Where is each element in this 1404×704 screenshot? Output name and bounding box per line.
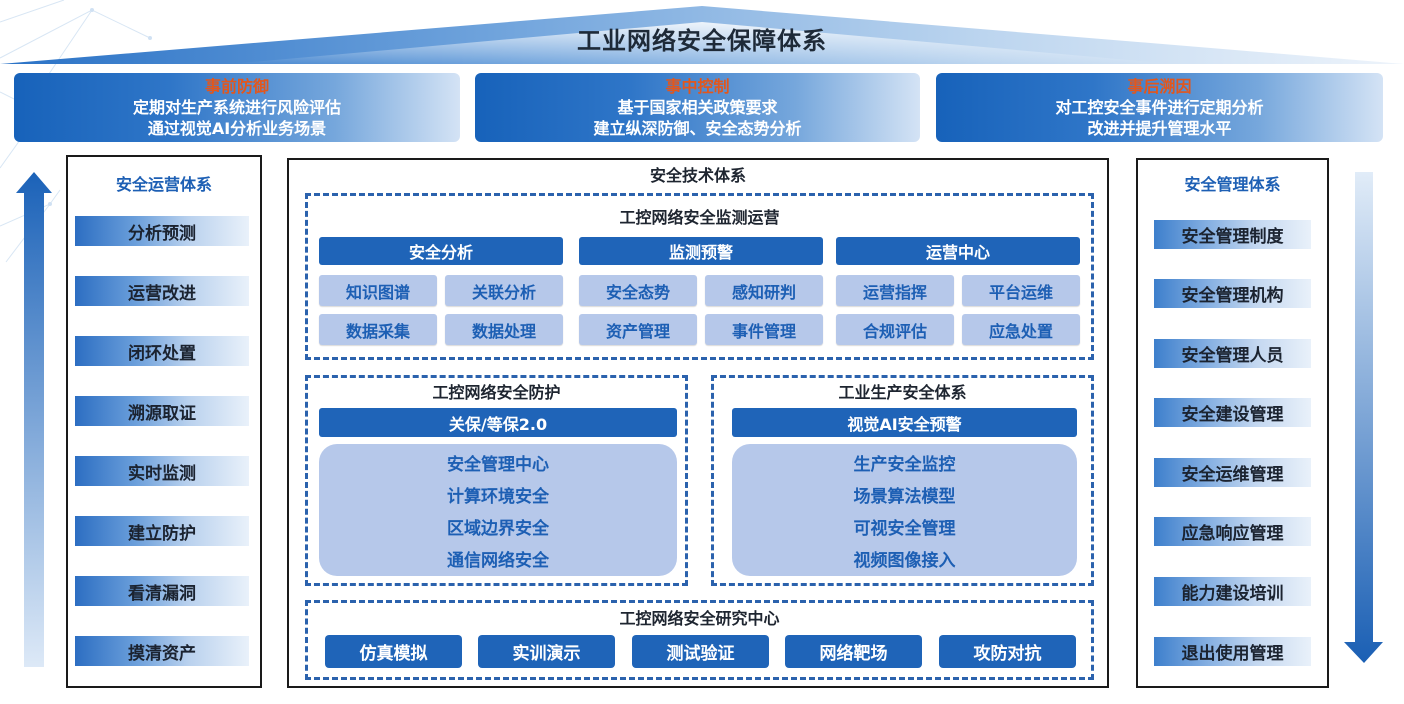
- arrow-down-icon: [1344, 172, 1383, 663]
- arrow-up-icon: [16, 172, 52, 667]
- protection-items-panel: 安全管理中心 计算环境安全 区域边界安全 通信网络安全: [319, 444, 677, 576]
- phase-card-in-event: 事中控制 基于国家相关政策要求 建立纵深防御、安全态势分析: [475, 73, 920, 142]
- monitoring-section-title: 工控网络安全监测运营: [619, 208, 780, 227]
- management-system-panel: 安全管理体系 安全管理制度 安全管理机构 安全管理人员 安全建设管理 安全运维管…: [1136, 158, 1329, 688]
- management-system-title: 安全管理体系: [1184, 175, 1281, 194]
- management-item: 安全管理制度: [1154, 220, 1311, 249]
- group-item: 安全态势: [579, 275, 697, 306]
- operations-item: 分析预测: [75, 216, 249, 246]
- phase-description-line: 改进并提升管理水平: [1087, 119, 1232, 138]
- research-item: 实训演示: [478, 635, 615, 668]
- group-header: 监测预警: [579, 237, 823, 265]
- protection-item: 计算环境安全: [447, 487, 549, 507]
- production-header: 视觉AI安全预警: [732, 408, 1077, 437]
- research-item: 测试验证: [632, 635, 769, 668]
- phase-description-line: 对工控安全事件进行定期分析: [1055, 98, 1264, 117]
- phase-description-line: 建立纵深防御、安全态势分析: [593, 119, 802, 138]
- research-item: 网络靶场: [785, 635, 922, 668]
- monitoring-operations-section: 工控网络安全监测运营 安全分析 知识图谱 关联分析 数据采集 数据处理 监测预警…: [305, 193, 1094, 360]
- phase-description-line: 基于国家相关政策要求: [617, 98, 778, 117]
- management-item: 应急响应管理: [1154, 517, 1311, 546]
- protection-item: 安全管理中心: [447, 455, 549, 475]
- group-item: 知识图谱: [319, 275, 437, 306]
- research-section-title: 工控网络安全研究中心: [619, 609, 780, 628]
- operations-item: 建立防护: [75, 516, 249, 546]
- group-item: 合规评估: [836, 314, 954, 345]
- group-item: 数据采集: [319, 314, 437, 345]
- phase-card-post-event: 事后溯因 对工控安全事件进行定期分析 改进并提升管理水平: [936, 73, 1383, 142]
- production-item: 生产安全监控: [853, 455, 956, 475]
- management-item: 能力建设培训: [1154, 577, 1311, 606]
- production-item: 可视安全管理: [853, 519, 956, 539]
- monitoring-group-operations-center: 运营中心 运营指挥 平台运维 合规评估 应急处置: [836, 237, 1080, 345]
- diagram-title: 工业网络安全保障体系: [577, 26, 827, 55]
- phase-card-pre-event: 事前防御 定期对生产系统进行风险评估 通过视觉AI分析业务场景: [14, 73, 460, 142]
- management-item: 安全管理人员: [1154, 339, 1311, 368]
- group-item: 感知研判: [705, 275, 823, 306]
- group-item: 运营指挥: [836, 275, 954, 306]
- group-item: 事件管理: [705, 314, 823, 345]
- production-item: 场景算法模型: [853, 487, 956, 507]
- monitoring-group-security-analysis: 安全分析 知识图谱 关联分析 数据采集 数据处理: [319, 237, 563, 345]
- phase-title: 事前防御: [204, 77, 269, 96]
- research-item: 攻防对抗: [939, 635, 1076, 668]
- production-items-panel: 生产安全监控 场景算法模型 可视安全管理 视频图像接入: [732, 444, 1077, 576]
- operations-item: 溯源取证: [75, 396, 249, 426]
- group-item: 数据处理: [445, 314, 563, 345]
- technology-system-title: 安全技术体系: [649, 166, 746, 185]
- operations-item: 闭环处置: [75, 336, 249, 366]
- group-item: 应急处置: [962, 314, 1080, 345]
- group-header: 安全分析: [319, 237, 563, 265]
- technology-system-panel: 安全技术体系 工控网络安全监测运营 安全分析 知识图谱 关联分析 数据采集 数据…: [287, 158, 1109, 688]
- protection-section-title: 工控网络安全防护: [432, 383, 561, 402]
- operations-item: 看清漏洞: [75, 576, 249, 606]
- operations-item: 实时监测: [75, 456, 249, 486]
- operations-system-panel: 安全运营体系 分析预测 运营改进 闭环处置 溯源取证 实时监测 建立防护 看清漏…: [66, 155, 262, 688]
- research-item: 仿真模拟: [325, 635, 462, 668]
- production-section-title: 工业生产安全体系: [838, 383, 967, 402]
- protection-item: 区域边界安全: [447, 519, 549, 539]
- group-header: 运营中心: [836, 237, 1080, 265]
- group-item: 资产管理: [579, 314, 697, 345]
- production-safety-section: 工业生产安全体系 视觉AI安全预警 生产安全监控 场景算法模型 可视安全管理 视…: [711, 375, 1094, 586]
- phase-title: 事中控制: [665, 77, 730, 96]
- production-item: 视频图像接入: [853, 551, 956, 571]
- operations-item: 摸清资产: [75, 636, 249, 666]
- phase-description-line: 通过视觉AI分析业务场景: [147, 119, 327, 138]
- protection-header: 关保/等保2.0: [319, 408, 677, 437]
- phase-description-line: 定期对生产系统进行风险评估: [132, 98, 341, 117]
- management-item: 安全管理机构: [1154, 279, 1311, 308]
- management-item: 安全运维管理: [1154, 458, 1311, 487]
- monitoring-group-monitoring-warning: 监测预警 安全态势 感知研判 资产管理 事件管理: [579, 237, 823, 345]
- group-item: 关联分析: [445, 275, 563, 306]
- protection-section: 工控网络安全防护 关保/等保2.0 安全管理中心 计算环境安全 区域边界安全 通…: [305, 375, 688, 586]
- operations-system-title: 安全运营体系: [115, 175, 212, 194]
- group-item: 平台运维: [962, 275, 1080, 306]
- roof-banner: [0, 6, 1404, 64]
- management-item: 安全建设管理: [1154, 398, 1311, 427]
- protection-item: 通信网络安全: [447, 551, 549, 571]
- management-item: 退出使用管理: [1154, 637, 1311, 666]
- phase-title: 事后溯因: [1127, 77, 1192, 96]
- operations-item: 运营改进: [75, 276, 249, 306]
- research-center-section: 工控网络安全研究中心 仿真模拟 实训演示 测试验证 网络靶场 攻防对抗: [305, 600, 1094, 680]
